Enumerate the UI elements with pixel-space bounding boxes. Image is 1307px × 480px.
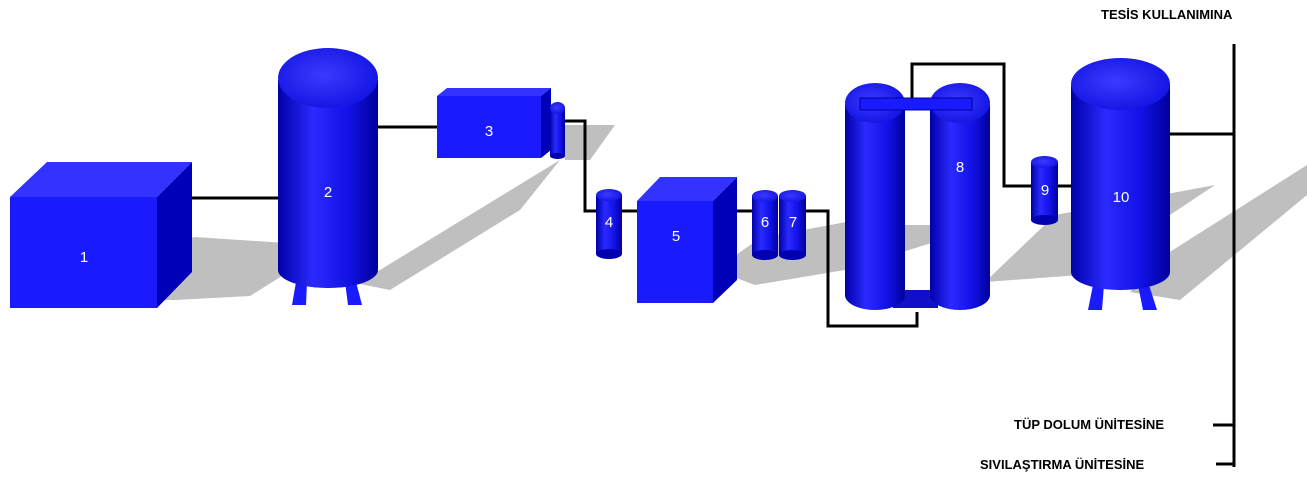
unit-10: 10 — [1071, 58, 1170, 310]
unit-5-number: 5 — [672, 228, 680, 245]
output-label-liquefaction: SIVILAŞTIRMA ÜNİTESİNE — [980, 457, 1145, 472]
unit-6: 6 — [752, 190, 778, 260]
pipe-8-9 — [910, 62, 1031, 188]
unit-9-number: 9 — [1041, 182, 1049, 199]
unit-4-number: 4 — [605, 214, 613, 231]
output-label-cylinder-filling: TÜP DOLUM ÜNİTESİNE — [1014, 417, 1164, 432]
unit-8: 8 — [845, 83, 990, 310]
unit-7: 7 — [779, 190, 806, 260]
unit-7-number: 7 — [789, 214, 797, 231]
unit-2-number: 2 — [324, 184, 332, 201]
unit-1: 1 — [10, 162, 192, 308]
pipe-7-8 — [806, 209, 919, 328]
unit-2: 2 — [278, 48, 378, 305]
output-label-plant-use: TESİS KULLANIMINA — [1101, 7, 1233, 22]
unit-3: 3 — [437, 88, 565, 159]
unit-8-number: 8 — [956, 159, 964, 176]
unit-4: 4 — [596, 189, 622, 259]
unit-6-number: 6 — [761, 214, 769, 231]
unit-5: 5 — [637, 177, 737, 303]
unit-1-number: 1 — [80, 249, 88, 266]
pipe-3-4 — [565, 119, 596, 213]
unit-3-number: 3 — [485, 123, 493, 140]
unit-10-number: 10 — [1113, 189, 1130, 206]
unit-9: 9 — [1031, 156, 1058, 225]
